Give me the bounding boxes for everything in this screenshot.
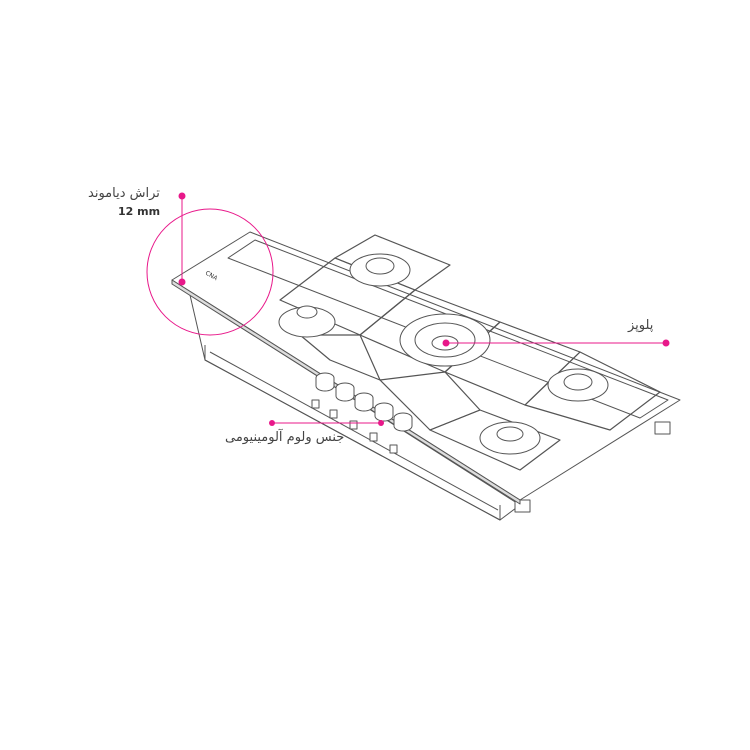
- knob: [354, 392, 374, 412]
- knob: [393, 412, 413, 432]
- burner-back-left: [349, 253, 411, 287]
- burners: [278, 253, 609, 455]
- knob-material-label: جنس ولوم آلومینیومی: [225, 430, 345, 445]
- annotation-dot: [442, 339, 450, 347]
- knob: [335, 382, 355, 402]
- ignition-buttons: [311, 399, 398, 454]
- knob: [374, 402, 394, 422]
- knob: [315, 372, 335, 392]
- annotation-dot: [378, 420, 384, 426]
- diamond-cut-value: 12 mm: [118, 205, 161, 218]
- burner-right: [547, 368, 609, 402]
- annotation-dot: [178, 192, 186, 200]
- wok-burner-label: پلوپز: [628, 318, 654, 333]
- burner-front: [479, 421, 541, 455]
- annotation-dot: [178, 278, 186, 286]
- annotation-lines: [146, 192, 670, 426]
- burner-left: [278, 305, 336, 338]
- annotation-dot: [662, 339, 670, 347]
- diamond-cut-label: تراش دیاموند: [88, 186, 160, 201]
- control-knobs: [315, 372, 413, 432]
- annotation-dot: [269, 420, 275, 426]
